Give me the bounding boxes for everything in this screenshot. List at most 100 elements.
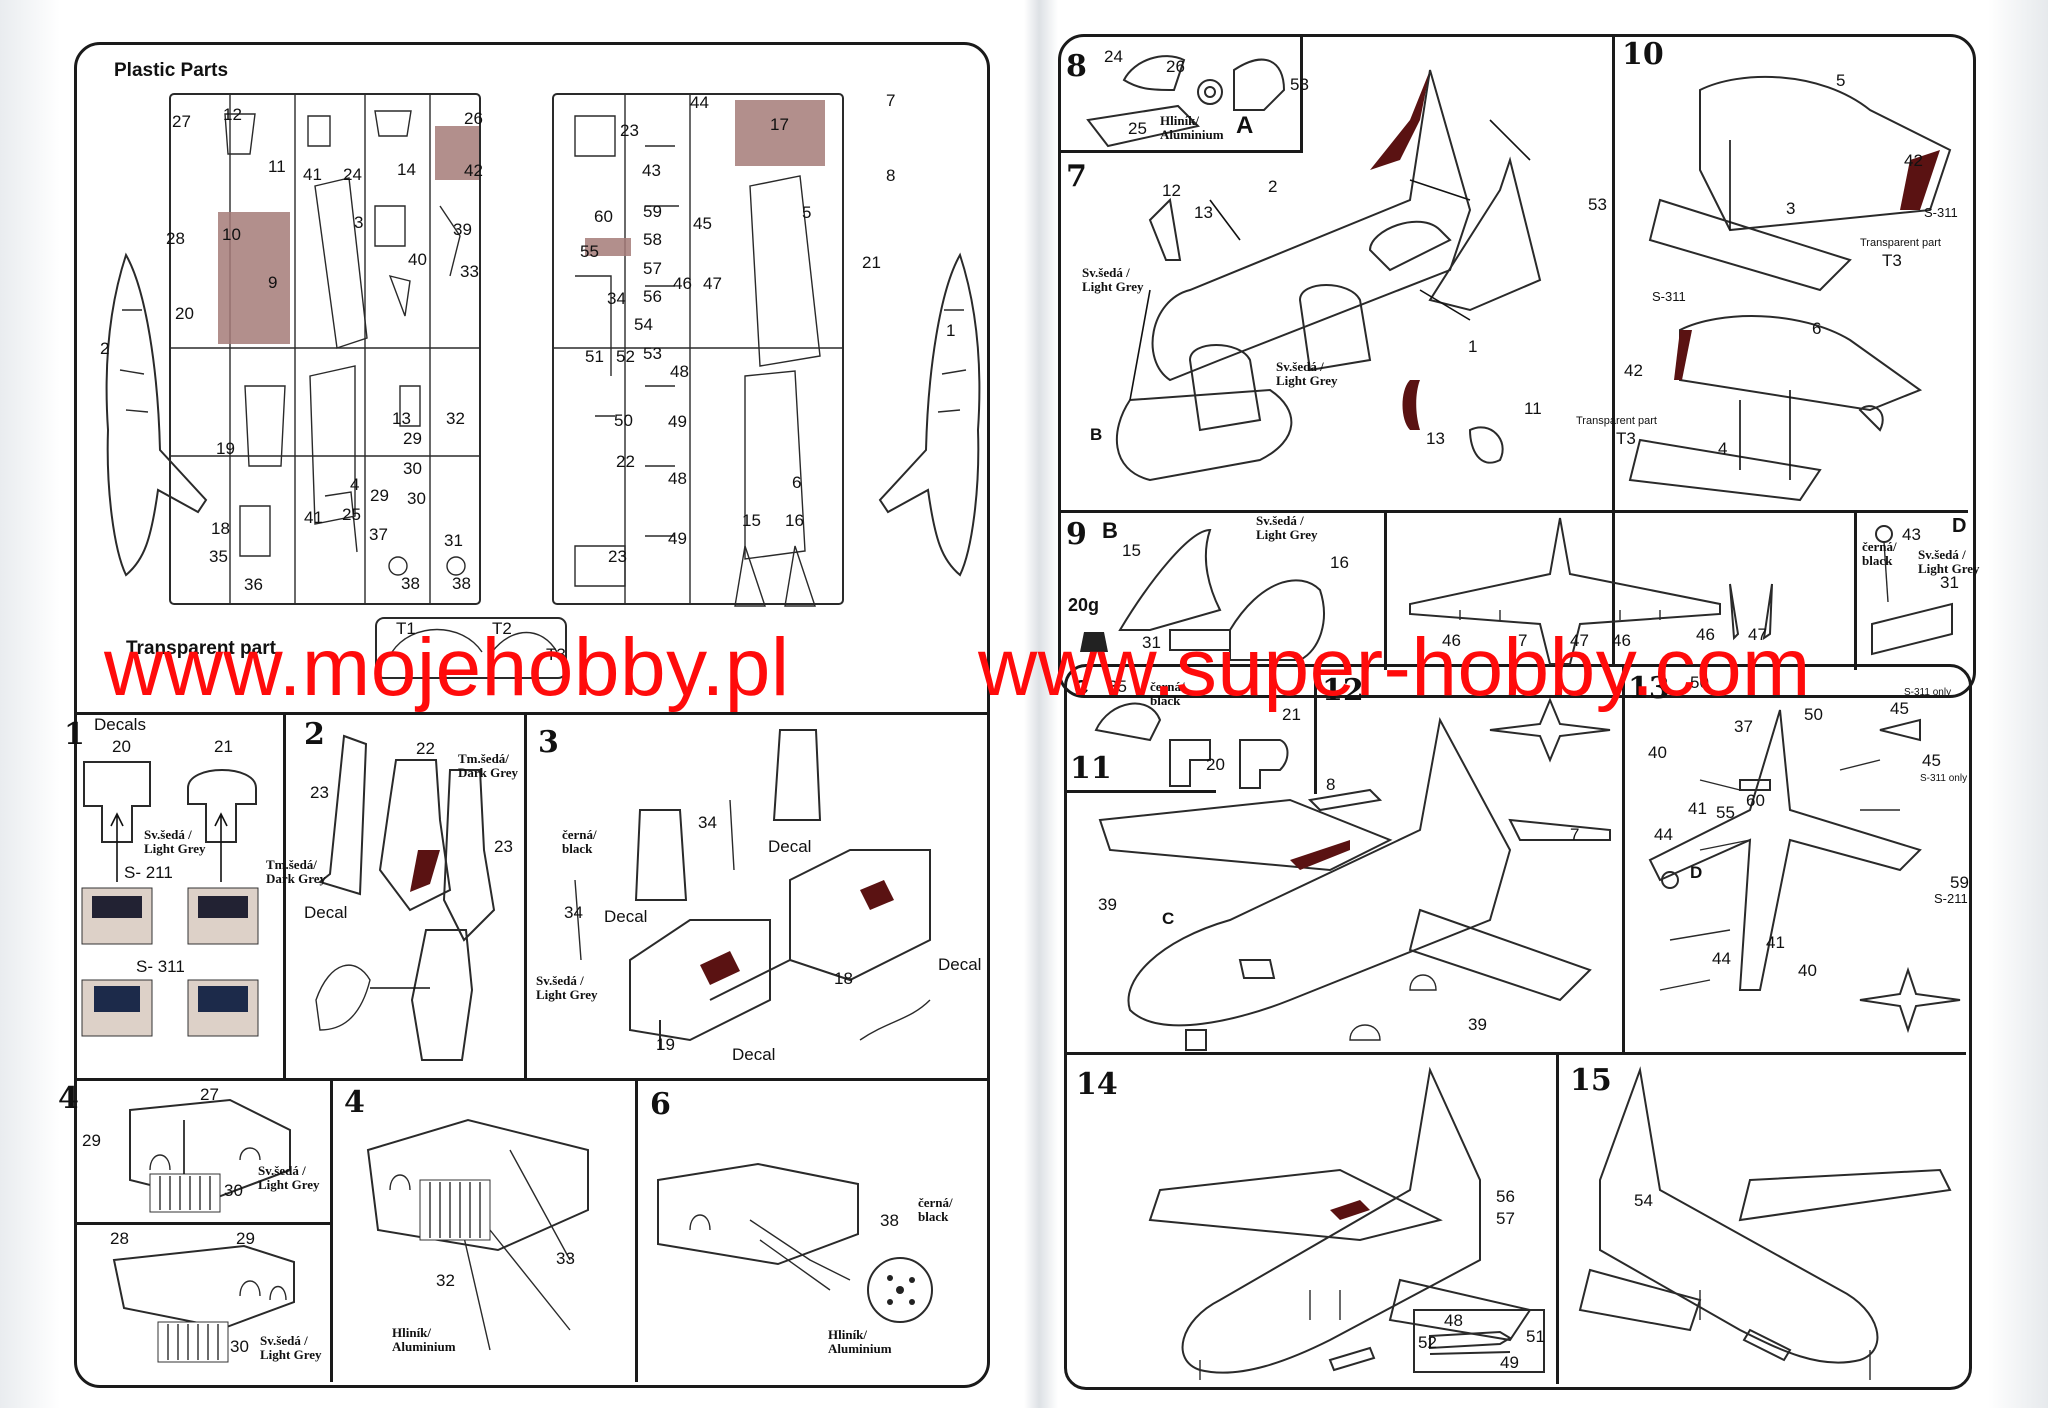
transparent-label: T1 (396, 619, 416, 638)
part-42: 42 (1904, 151, 1923, 170)
watermark-left: www.mojehobby.pl (104, 622, 790, 713)
sprue-number: 53 (643, 344, 662, 363)
variant-s211: S-211 (1934, 891, 1968, 906)
light-grey-note: Sv.šedá / Light Grey (1918, 547, 1980, 576)
sprue-number: 28 (166, 229, 185, 248)
sprue-number: 55 (580, 242, 599, 261)
part-34: 34 (698, 813, 717, 832)
part-52: 52 (1418, 1333, 1437, 1352)
step-number: 14 (1076, 1067, 1118, 1102)
sprue-number: 60 (594, 207, 613, 226)
step4c-drawing (366, 1118, 589, 1351)
page-fold (1024, 0, 1058, 1408)
fuselage-half-2 (105, 252, 208, 577)
pylon-parts-drawing (1729, 583, 1773, 641)
sprue-number: 59 (643, 202, 662, 221)
step-number: 4 (58, 1081, 79, 1116)
part-39: 39 (1468, 1015, 1487, 1034)
part-16: 16 (1330, 553, 1349, 572)
sprue-number: 45 (693, 214, 712, 233)
part-21: 21 (1282, 705, 1301, 724)
sprue-number: 57 (643, 259, 662, 278)
part-51: 51 (1526, 1327, 1545, 1346)
light-grey-note: Sv.šedá / Light Grey (144, 827, 206, 856)
divider-step12-13 (1622, 664, 1625, 1054)
part-29: 29 (82, 1131, 101, 1150)
part-46: 46 (1612, 631, 1631, 650)
part-7: 7 (1570, 825, 1580, 844)
variant-s311: S-311 (1924, 205, 1958, 220)
black-note: černá/ black (918, 1195, 953, 1224)
sprue-number: 44 (690, 93, 709, 112)
sprue-number: 24 (343, 165, 362, 184)
part-13: 13 (1194, 203, 1213, 222)
step10-drawing (1628, 75, 1952, 502)
divider-step4-4 (330, 1078, 333, 1382)
decal-label: Decal (304, 903, 348, 922)
part-3: 3 (1786, 199, 1796, 218)
part-32: 32 (436, 1271, 455, 1290)
decal-label: Decal (768, 837, 812, 856)
part-60: 60 (1746, 791, 1765, 810)
step-number: 9 (1066, 517, 1087, 552)
step3-drawing (574, 729, 931, 1050)
step-number: 13 (1628, 671, 1670, 706)
part-29: 29 (236, 1229, 255, 1248)
sprue-number: 12 (223, 105, 242, 124)
sprue-number: 6 (792, 473, 802, 492)
sprue-number: 30 (403, 459, 422, 478)
part-43: 43 (1902, 525, 1921, 544)
step8-drawing (1086, 55, 1286, 148)
divider-step14-15 (1556, 1052, 1559, 1384)
sprue-number: 49 (668, 529, 687, 548)
light-grey-note: Sv.šedá / Light Grey (258, 1163, 320, 1192)
sprue-number: 52 (616, 347, 635, 366)
part-6: 6 (1812, 319, 1822, 338)
part-45: 45 (1890, 699, 1909, 718)
light-grey-note: Sv.šedá / Light Grey (260, 1333, 322, 1362)
part-44: 44 (1654, 825, 1673, 844)
step-number: 2 (304, 717, 325, 752)
sprue-number: 22 (616, 452, 635, 471)
part-23: 23 (310, 783, 329, 802)
weapon-parts-drawing (1413, 1309, 1545, 1373)
step7-drawing (1116, 69, 1542, 482)
sprue-number: 4 (350, 475, 360, 494)
step-number: 4 (344, 1085, 365, 1120)
part-47: 47 (1570, 631, 1589, 650)
sprue-number: 41 (303, 165, 322, 184)
step14-drawing (1148, 1066, 1532, 1380)
divider-step11-12 (1066, 790, 1216, 793)
detail-d-label: D (1690, 863, 1703, 882)
black-note: černá/ black (1150, 679, 1185, 708)
dark-grey-note: Tm.šedá/ Dark Grey (266, 857, 327, 886)
black-note: černá/ black (562, 827, 597, 856)
sprue-b-drawing (552, 93, 844, 607)
black-note: černá/ black (1862, 539, 1897, 568)
divider-step8-right (1300, 34, 1303, 153)
sprue-number: 20 (175, 304, 194, 323)
decal-label: Decal (938, 955, 982, 974)
sprue-number: 47 (703, 274, 722, 293)
step-number: 11 (1070, 751, 1112, 786)
step-number: 15 (1570, 1063, 1612, 1098)
sprue-number: 23 (608, 547, 627, 566)
front-view-13-drawing (1859, 966, 1961, 1034)
fuselage-half-1 (878, 252, 981, 577)
step9-drawing (1080, 528, 1325, 661)
part-21: 21 (214, 737, 233, 756)
part-25: 25 (1128, 119, 1147, 138)
part-49: 49 (1500, 1353, 1519, 1372)
step12-drawing (1098, 717, 1611, 1051)
sprue-number: 36 (244, 575, 263, 594)
sprue-number: 8 (886, 166, 896, 185)
divider-d-box (1854, 510, 1857, 670)
part-5: 5 (1836, 71, 1846, 90)
divider-step10-bottom (1612, 510, 1968, 513)
sprue-number: 41 (304, 508, 323, 527)
divider-step9-top (1058, 510, 1614, 513)
aluminium-note: Hliník/ Aluminium (828, 1327, 892, 1356)
divider-step11-right (1314, 664, 1317, 794)
clear-sprue-drawing (375, 617, 567, 679)
part-33: 33 (556, 1249, 575, 1268)
